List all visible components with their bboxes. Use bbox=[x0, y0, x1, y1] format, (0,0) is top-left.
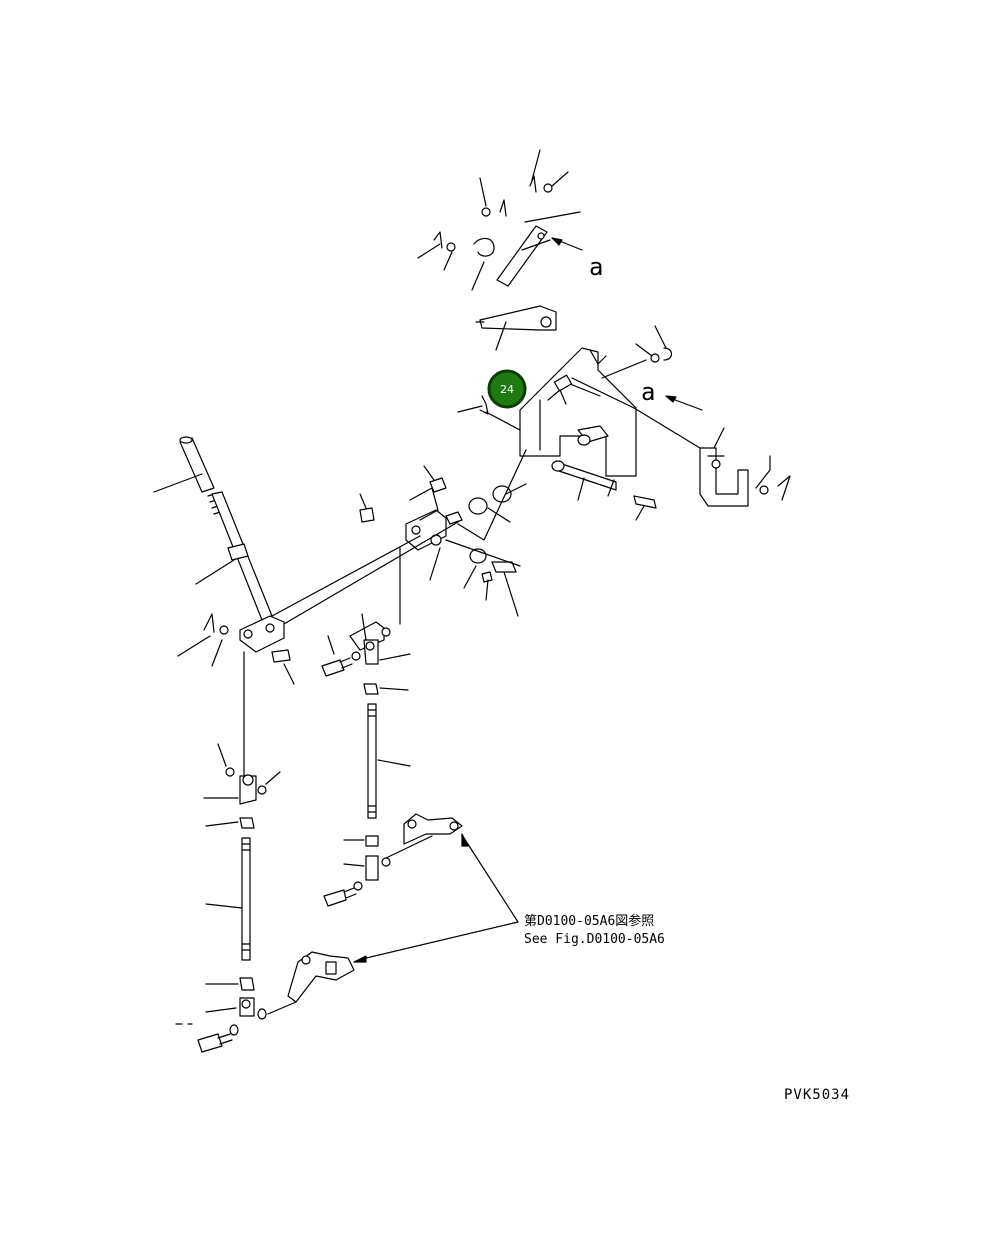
left-lever bbox=[153, 436, 459, 685]
lower-bellcrank bbox=[267, 951, 355, 1015]
callout-marker[interactable] bbox=[487, 369, 527, 409]
center-rod-assembly bbox=[321, 613, 463, 907]
part-callout-24[interactable]: 24 bbox=[487, 369, 527, 409]
reference-note-en: See Fig.D0100-05A6 bbox=[524, 932, 665, 947]
left-rod-assembly bbox=[175, 651, 281, 1053]
drawing-code: PVK5034 bbox=[784, 1087, 850, 1103]
view-label-a-right: a bbox=[641, 378, 655, 406]
view-label-a-top: a bbox=[589, 253, 603, 281]
reference-arrows bbox=[353, 833, 519, 963]
center-linkage bbox=[359, 449, 527, 625]
console-bracket bbox=[457, 325, 701, 521]
reference-note-jp: 第D0100-05A6図参照 bbox=[524, 913, 654, 929]
callout-number: 24 bbox=[500, 383, 514, 396]
u-bracket bbox=[665, 395, 791, 507]
upper-lever-assembly bbox=[417, 149, 583, 351]
